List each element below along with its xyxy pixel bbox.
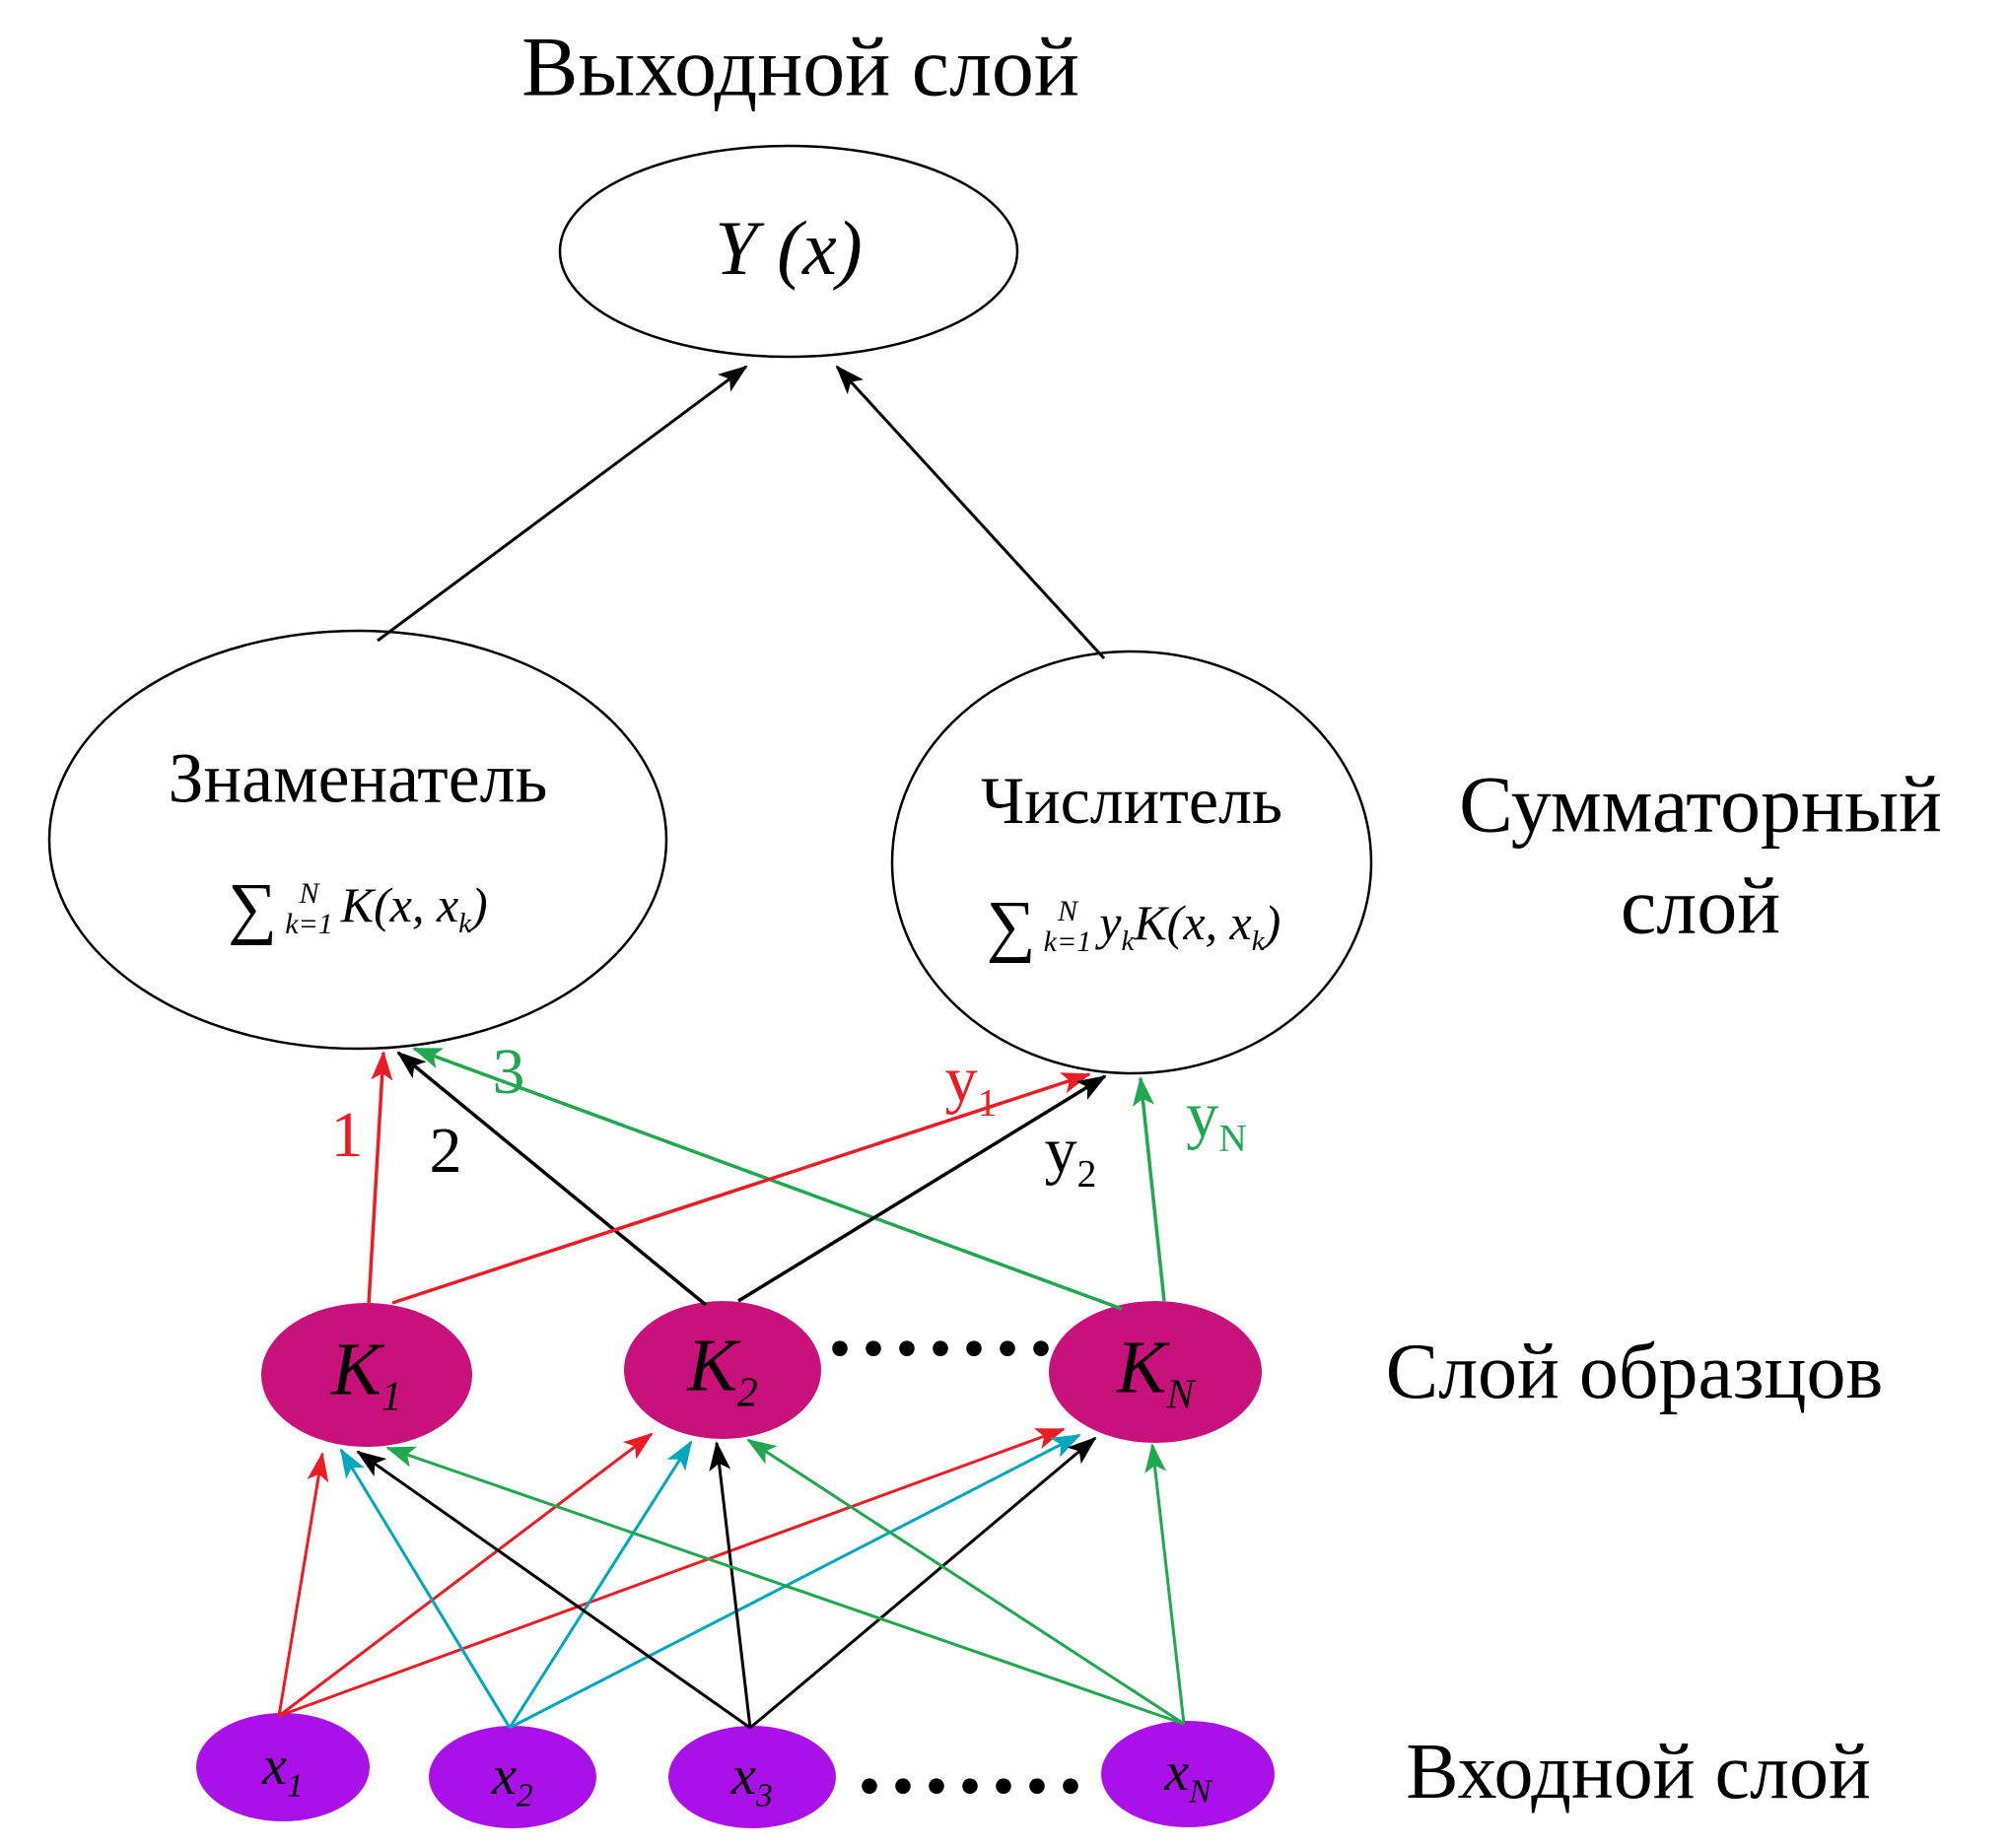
pattern-node-k1-label: K1 [331,1328,402,1420]
sigma-upper-limit: N [299,876,319,910]
formula-kernel: K(x, x [1134,894,1252,950]
edge-x2-to-kn [509,1433,1081,1730]
numerator-formula: ∑ N k=1 ykK(x, xk) [987,887,1281,967]
edge-label-weight-2: 2 [429,1115,462,1188]
edge-x1-to-kn [278,1427,1066,1718]
pattern-node-k2-ellipse [624,1301,821,1439]
edge-x2-to-k1 [339,1448,512,1729]
edge-x1-to-k2 [278,1432,654,1718]
edge-xn-to-kn [1144,1443,1186,1725]
formula-kernel-sub: k [458,907,472,939]
edge-k1-to-numerator [391,1072,1091,1305]
edge-label-weight-1: 1 [330,1099,364,1172]
edge-x1-to-k1 [277,1452,329,1717]
edge-x3-to-k2 [709,1441,752,1729]
pattern-node-kn-ellipse [1049,1301,1262,1443]
edge-x3-to-k1 [356,1450,751,1730]
formula-weight-sub: k [1121,924,1135,957]
summation-layer-label-line1: Сумматорный [1459,759,1942,850]
pattern-layer-dots: ······· [823,1294,1060,1401]
formula-kernel-close: ) [1264,894,1282,950]
formula-kernel-sub: k [1251,924,1265,957]
pattern-node-kn-label: KN [1116,1326,1195,1418]
sigma-icon: ∑ [228,869,278,946]
formula-body: K(x, xk) [341,877,488,940]
formula-body: ykK(x, xk) [1099,895,1281,958]
formula-kernel-close: ) [471,876,488,932]
denominator-title: Знаменатель [168,738,548,818]
denominator-formula: ∑ N k=1 K(x, xk) [228,869,487,949]
edge-k1-to-denominator [367,1051,393,1306]
input-node-xn-ellipse [1101,1721,1275,1827]
input-node-x1-label: x1 [262,1736,304,1805]
edge-xn-to-k2 [746,1438,1185,1726]
summation-layer-label-line2: слой [1620,860,1781,950]
pattern-layer-label: Слой образцов [1385,1329,1884,1415]
edge-k2-to-numerator [737,1074,1107,1303]
numerator-node-ellipse [890,650,1373,1075]
sigma-upper-limit: N [1057,894,1077,927]
sigma-icon: ∑ [986,887,1036,964]
edge-x2-to-k2 [508,1440,693,1729]
formula-kernel: K(x, x [340,876,459,932]
edge-numerator-to-output [835,365,1106,660]
input-node-x2-ellipse [429,1726,596,1828]
output-layer-label: Выходной слой [521,19,1079,114]
input-layer-dots: ······· [853,1732,1089,1838]
pattern-node-k1-ellipse [261,1303,472,1447]
edge-label-y2: y2 [1044,1115,1097,1196]
input-node-xn-label: xN [1164,1742,1212,1811]
edge-kn-to-numerator [1133,1076,1166,1302]
input-node-x1-ellipse [196,1713,370,1821]
edge-denominator-to-output [377,365,748,643]
output-node-ellipse [558,144,1019,359]
sigma-lower-limit: k=1 [1043,925,1092,958]
edge-xn-to-k1 [385,1446,1185,1726]
input-node-x3-ellipse [668,1726,836,1828]
input-node-x2-label: x2 [492,1745,533,1814]
summation-layer-label: Сумматорный слой [1459,755,1942,957]
edge-x3-to-kn [749,1436,1097,1730]
pattern-node-k2-label: K2 [687,1324,758,1416]
edge-label-weight-3: 3 [492,1036,525,1109]
formula-weight: y [1099,894,1122,950]
edge-k2-to-denominator [396,1051,708,1307]
edge-label-yn: yN [1186,1079,1247,1160]
output-node-label: Y (x) [715,205,863,292]
sigma-limits: N k=1 [1043,894,1092,958]
sigma-lower-limit: k=1 [285,908,333,940]
sigma-limits: N k=1 [285,876,333,940]
input-layer-label: Входной слой [1406,1729,1871,1815]
numerator-title: Числитель [981,762,1282,838]
edge-label-y1: y1 [944,1044,998,1125]
input-node-x3-label: x3 [731,1745,773,1814]
denominator-node-ellipse [47,629,668,1051]
